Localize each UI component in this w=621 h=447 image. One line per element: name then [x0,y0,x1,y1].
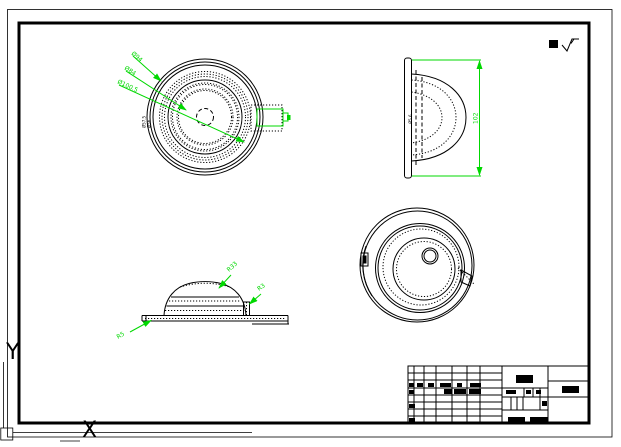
drawing-frame [17,21,591,425]
iso-outer-ring-2 [362,210,473,321]
profile-label-3: R3 [256,282,267,292]
title-block-grid [407,365,591,425]
front-left-dim-top: Ø57.5 [142,115,147,128]
dome-outline [163,281,247,316]
inner-solid-circle [167,79,243,155]
surface-finish-icon [561,38,579,52]
texture-ring-outer [159,71,251,163]
ucs-x-label: X [82,418,97,443]
dome-outer-profile [411,73,467,162]
ucs-origin-box [0,427,14,441]
side-view[interactable]: Ø5.6 102 [404,57,483,179]
center-hole-circle [196,108,214,126]
iso-left-tab [360,252,369,267]
title-block-text-blobs [409,375,579,422]
outer-ring-3 [152,64,258,170]
hidden-circle-2 [172,84,238,150]
ucs-y-label: Y [5,340,20,365]
profile-leader-2 [218,274,232,289]
tab-hidden-outline [250,104,283,132]
iso-hole-outer [421,247,439,265]
front-left-dim-bottom: Ø56 [147,119,152,128]
iso-ring-1 [375,223,465,313]
hidden-circle-1 [170,82,240,152]
front-view[interactable]: Ø57.5 Ø56 Ø94 Ø84 Ø100.5 [116,50,291,176]
side-center-label: Ø5.6 [408,114,413,124]
iso-inner-circle [392,237,456,301]
profile-view[interactable]: R5 R33 R3 [116,260,290,341]
iso-right-tab-hidden [457,267,475,285]
leader-label-2: Ø84 [123,65,137,78]
dome-hidden-profile-1 [411,79,457,156]
iso-hidden-ring [382,228,460,306]
outer-circle [146,58,264,176]
texture-ring-mid [161,73,249,161]
iso-outer-circle [359,207,475,323]
outer-ring-2 [149,61,261,173]
hidden-circle-4 [178,90,232,144]
iso-hole-inner [423,249,437,263]
leader-label-1: Ø94 [130,50,144,64]
profile-label-2: R33 [226,260,240,273]
profile-leader-3 [248,293,262,305]
surface-finish-note [549,38,579,52]
iso-inner-hidden [396,241,452,297]
texture-ring-inner [164,76,246,158]
paper-border [7,9,613,438]
flange-profile [404,57,412,179]
iso-edge-accent [362,245,373,297]
height-dim-label: 102 [473,112,480,124]
iso-right-tab [460,269,473,287]
finish-note-text-blob [549,40,558,48]
title-block [407,365,591,425]
leader-line-2 [125,70,187,111]
dome-hidden-profile-2 [411,91,443,144]
leader-line-1 [132,55,162,82]
isometric-view[interactable] [359,207,475,323]
hidden-circle-3 [176,88,234,146]
iso-ring-2 [377,225,463,311]
leader-label-3: Ø100.5 [116,78,139,94]
ucs-icon: Y X [0,340,252,443]
profile-leader-1 [129,320,152,333]
tab-grip [287,115,291,120]
iso-left-tab-fill [362,255,367,264]
profile-label-1: R5 [116,331,127,341]
leader-line-3 [118,84,245,143]
